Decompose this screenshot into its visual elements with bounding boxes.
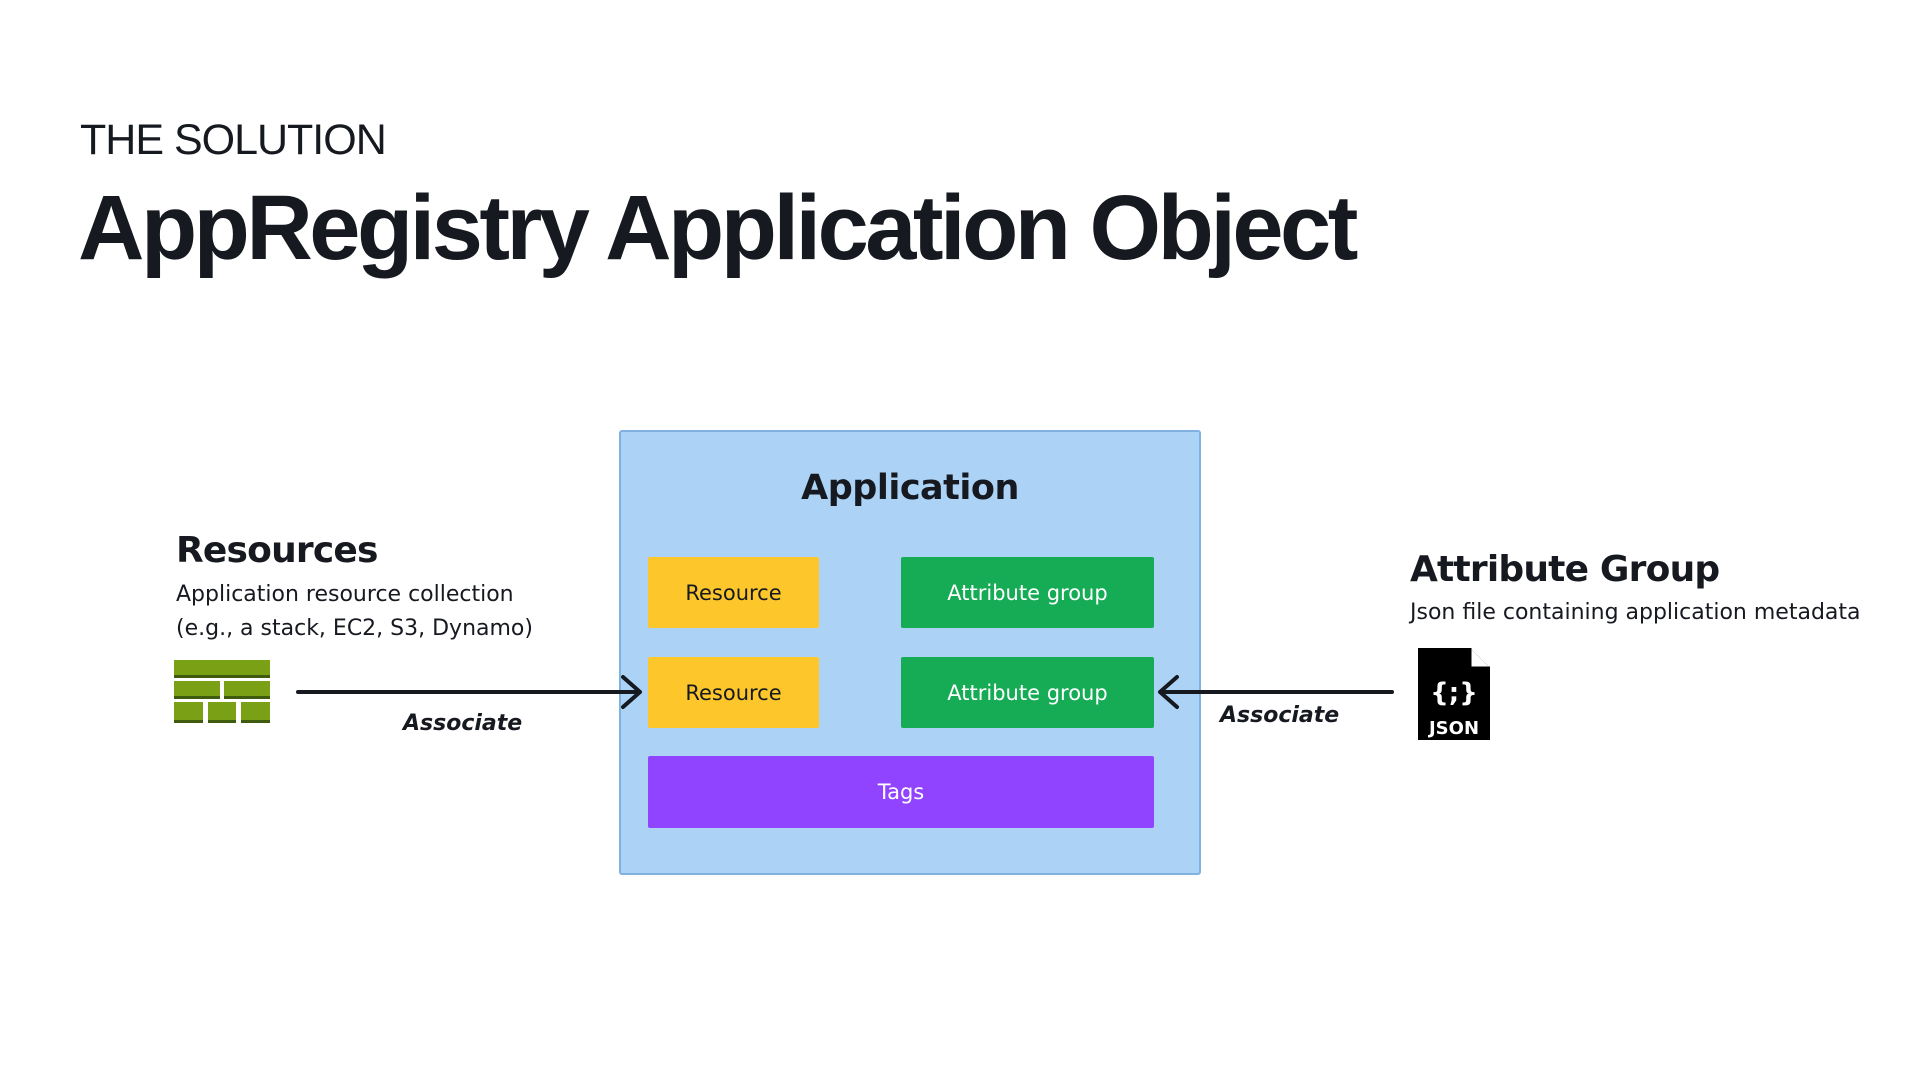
tags-box: Tags bbox=[648, 756, 1154, 828]
resources-associate-label: Associate bbox=[403, 711, 523, 736]
attribute-group-box-2: Attribute group bbox=[901, 657, 1154, 728]
json-file-icon: {;} JSON bbox=[1418, 648, 1490, 740]
page-title: AppRegistry Application Object bbox=[78, 177, 1358, 279]
resource-box-1: Resource bbox=[648, 557, 819, 628]
resource-box-2: Resource bbox=[648, 657, 819, 728]
application-title: Application bbox=[801, 468, 1019, 508]
section-kicker: THE SOLUTION bbox=[80, 116, 387, 164]
brick-wall-icon bbox=[174, 660, 270, 723]
attribute-group-associate-label: Associate bbox=[1220, 703, 1340, 728]
attribute-group-box-1: Attribute group bbox=[901, 557, 1154, 628]
json-icon-text: JSON bbox=[1427, 718, 1479, 739]
resources-desc-line1: Application resource collection bbox=[176, 582, 514, 607]
resources-associate-arrow bbox=[296, 675, 642, 709]
attribute-group-title: Attribute Group bbox=[1410, 549, 1720, 590]
attribute-group-desc: Json file containing application metadat… bbox=[1410, 600, 1861, 625]
resources-title: Resources bbox=[176, 530, 378, 571]
json-icon-braces: {;} bbox=[1430, 678, 1477, 708]
resources-desc-line2: (e.g., a stack, EC2, S3, Dynamo) bbox=[176, 616, 533, 641]
